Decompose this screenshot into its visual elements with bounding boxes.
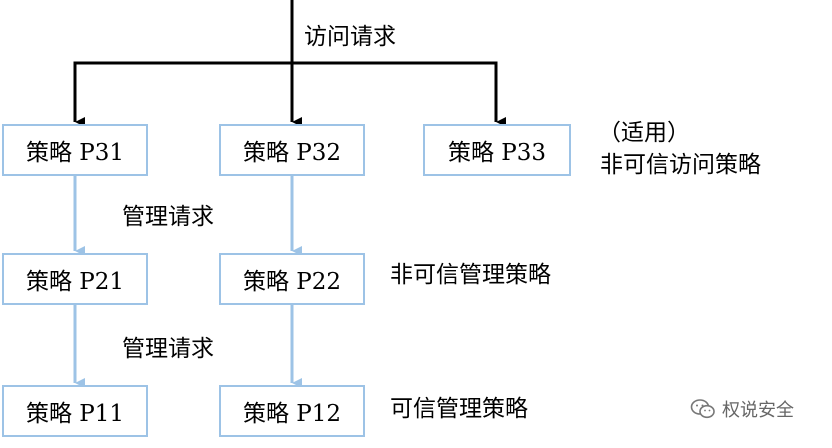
wechat-icon — [690, 399, 715, 419]
applicable-label: （适用） — [598, 120, 690, 146]
policy-node-p31: 策略 P31 — [2, 124, 148, 176]
policy-node-p11: 策略 P11 — [2, 385, 148, 437]
watermark-text: 权说安全 — [722, 400, 794, 421]
management-request-label-upper: 管理请求 — [122, 204, 214, 230]
policy-node-p21: 策略 P21 — [2, 253, 148, 305]
access-request-label: 访问请求 — [304, 24, 396, 50]
watermark: 权说安全 — [690, 396, 794, 422]
policy-node-p22: 策略 P22 — [219, 253, 365, 305]
policy-node-p33: 策略 P33 — [423, 124, 571, 176]
untrusted-management-policy-label: 非可信管理策略 — [390, 262, 551, 288]
policy-node-p32: 策略 P32 — [219, 124, 365, 176]
management-request-label-lower: 管理请求 — [122, 336, 214, 362]
request-branch-bar — [73, 61, 498, 122]
trusted-management-policy-label: 可信管理策略 — [390, 396, 528, 422]
policy-node-p12: 策略 P12 — [219, 385, 365, 437]
untrusted-access-policy-label: 非可信访问策略 — [600, 152, 761, 178]
